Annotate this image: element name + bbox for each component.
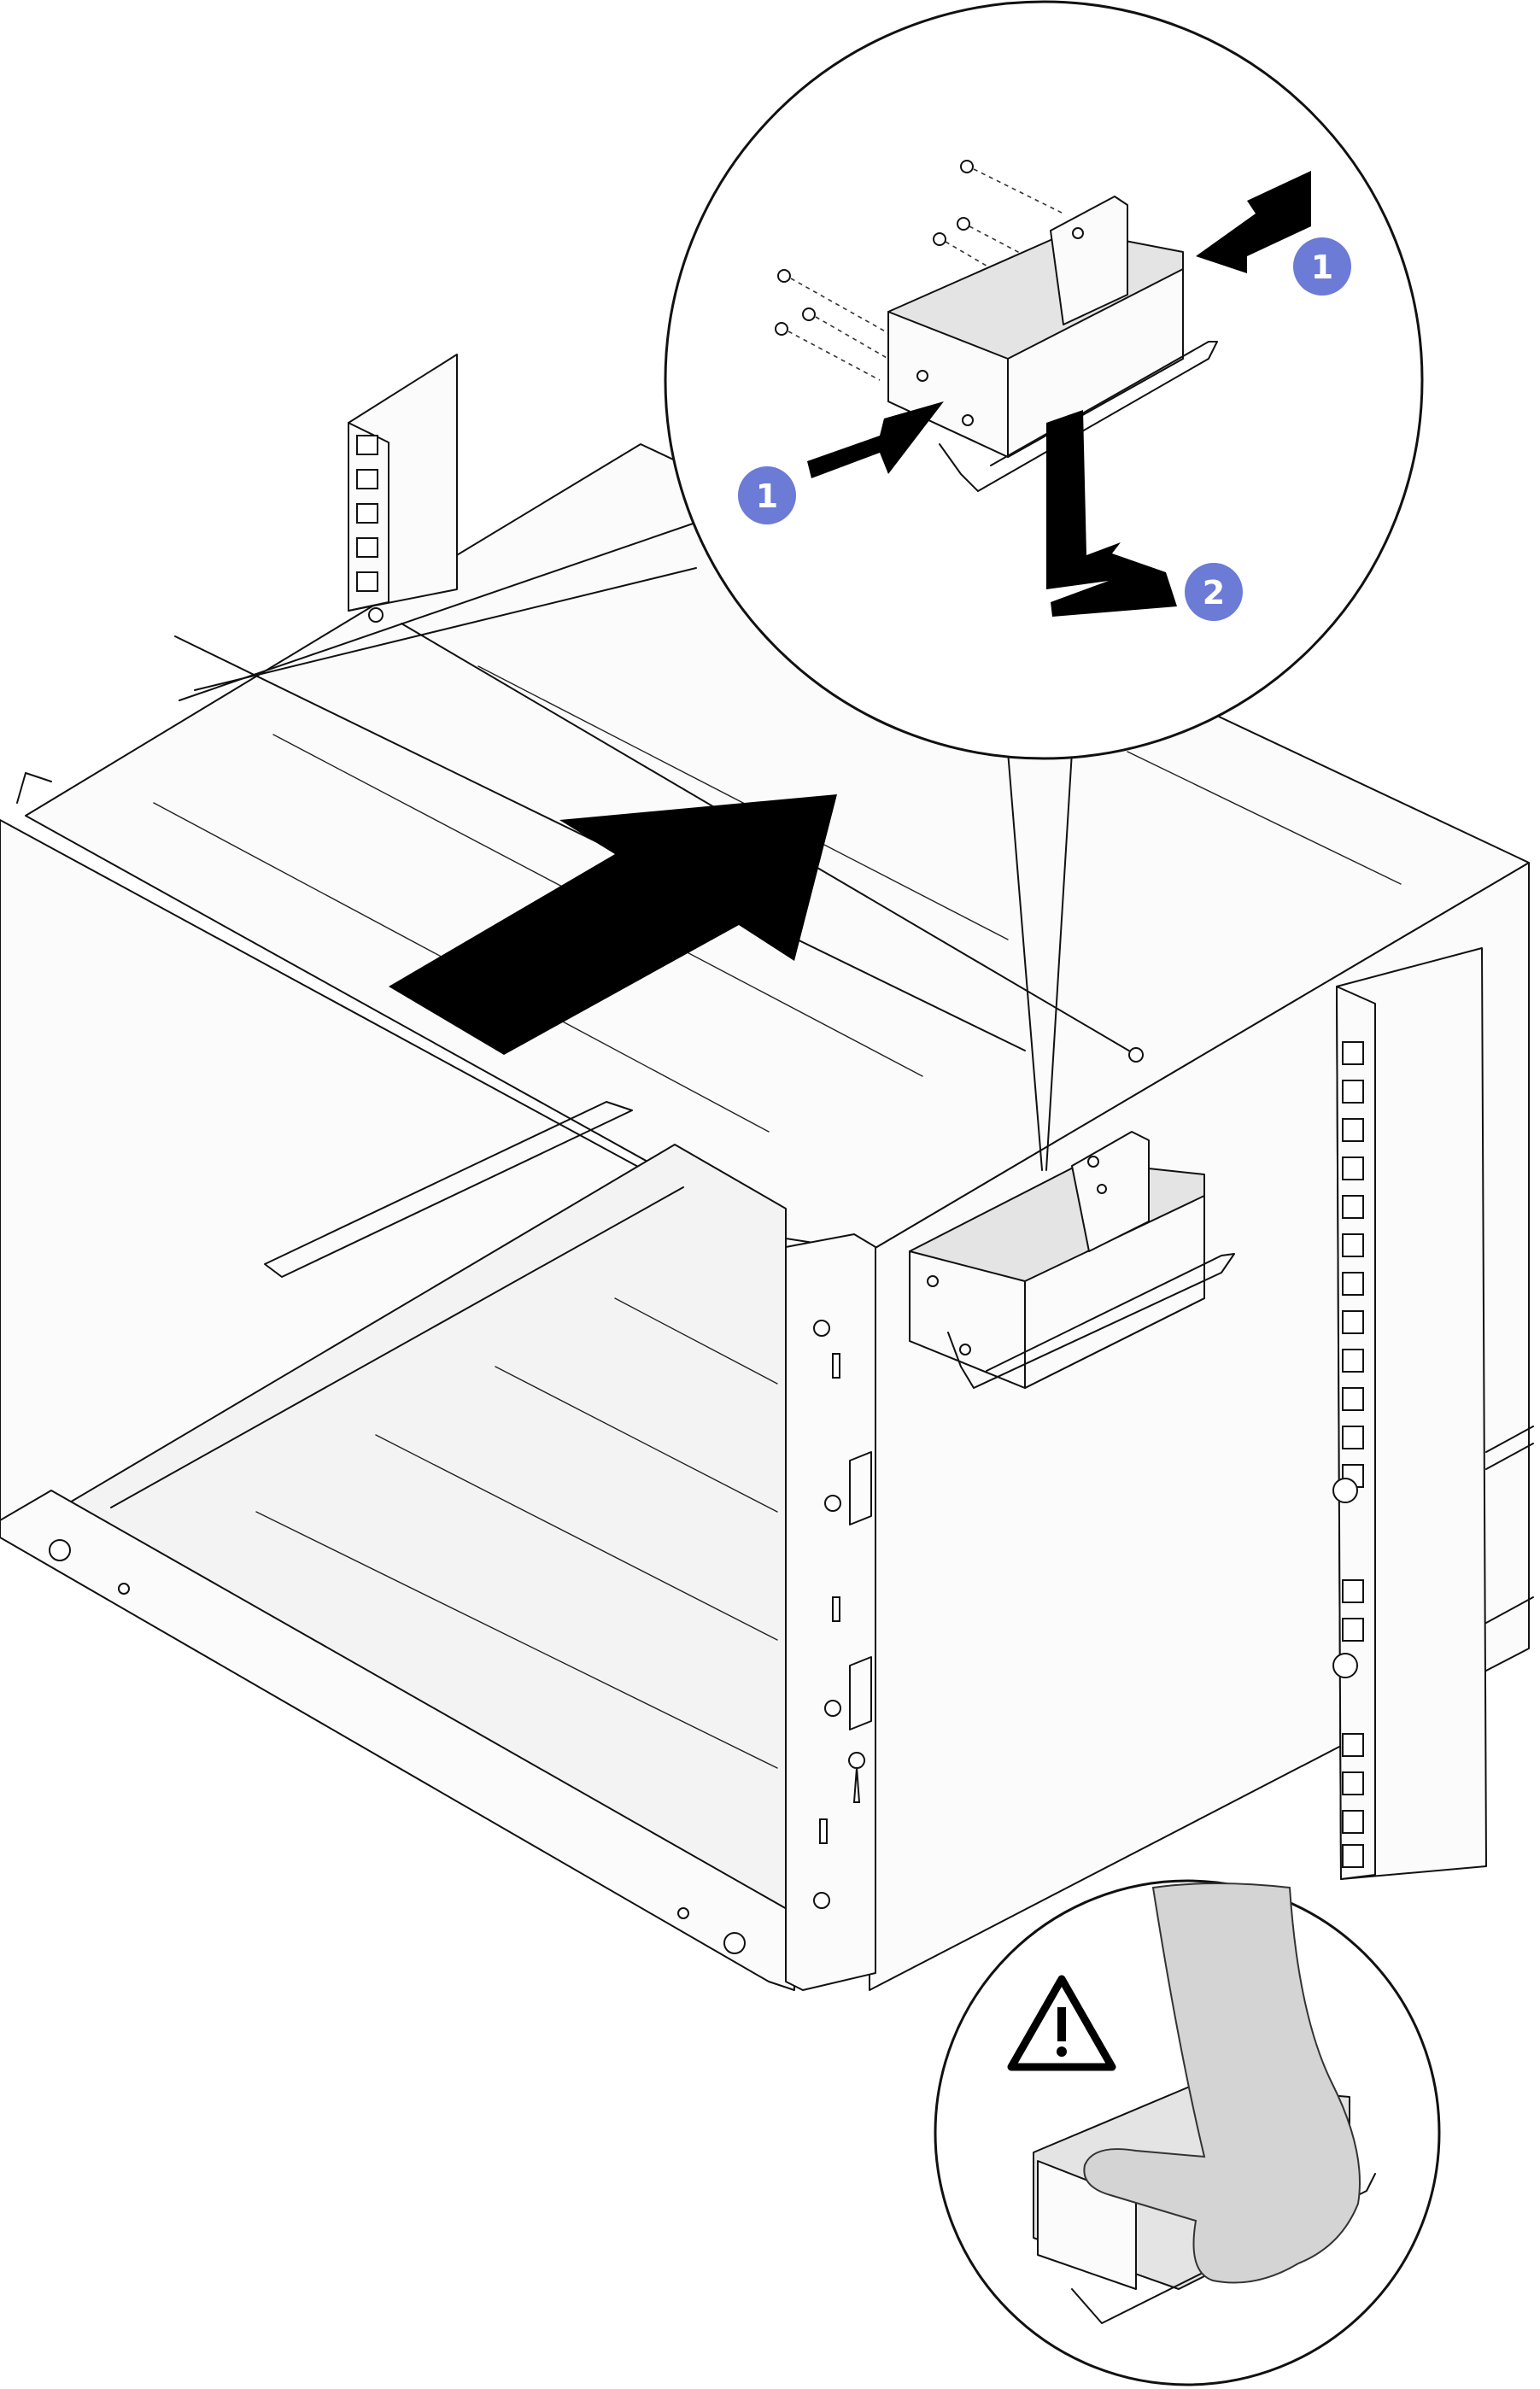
svg-text:1: 1: [1311, 249, 1333, 286]
press-arrow-left: [807, 401, 944, 478]
press-arrow-right: [1196, 171, 1311, 273]
callout-2: 2: [1185, 563, 1243, 621]
svg-text:2: 2: [1203, 574, 1225, 612]
hand-icon: [1083, 1883, 1361, 2284]
pull-arrow: [1046, 410, 1177, 617]
detail-magnifier: 1 1 2: [179, 0, 1424, 1171]
right-rail-holes: [1332, 1041, 1364, 1868]
screws: [775, 160, 1064, 381]
flange-holes: [813, 1320, 872, 1909]
handle-bracket: [909, 1131, 1235, 1389]
safety-magnifier: [934, 1879, 1441, 2386]
svg-text:1: 1: [756, 477, 778, 515]
push-direction-arrow: [389, 794, 837, 1055]
warning-triangle-icon: [1007, 1975, 1116, 2071]
callout-1-right: 1: [1293, 237, 1351, 296]
callout-1-left: 1: [738, 466, 796, 524]
